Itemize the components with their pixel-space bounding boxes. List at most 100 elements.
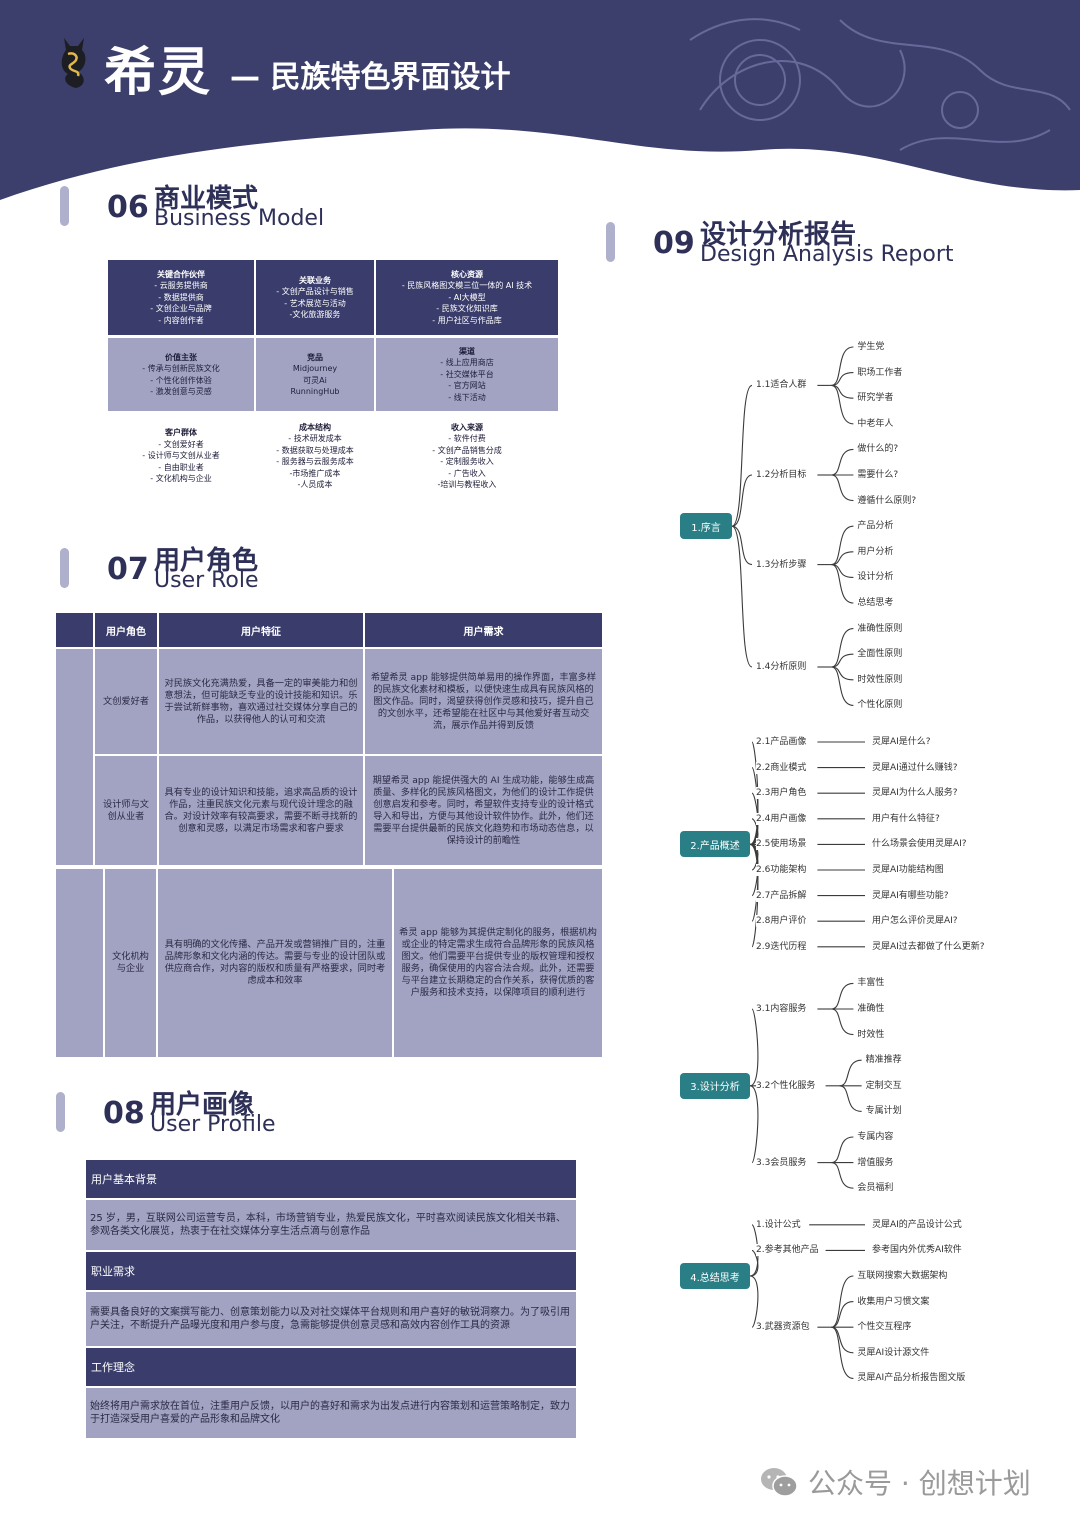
mind-map-branch: 3.2个性化服务 [756, 1079, 816, 1092]
mind-map-branch: 2.2商业模式 [756, 761, 807, 774]
mind-map-leaf: 准确性 [857, 1003, 885, 1015]
mind-map-leaf: 中老年人 [857, 417, 894, 430]
section-number: 06 [107, 190, 149, 225]
bm-line: -人员成本 [297, 480, 333, 489]
bm-line: - 个性化创作体验 [150, 375, 212, 385]
bm-line: - 官方网站 [448, 381, 486, 391]
mind-map-branch: 3.武器资源包 [756, 1321, 810, 1334]
bm-line: - AI大模型 [448, 292, 486, 302]
bm-line: - 民族风格图文模三位一体的 AI 技术 [401, 281, 533, 291]
section-title-en: User Profile [150, 1112, 276, 1137]
profile-body: 需要具备良好的文案撰写能力、创意策划能力以及对社交媒体平台规则和用户喜好的敏锐洞… [86, 1292, 576, 1346]
bm-title: 关联业务 [299, 275, 331, 285]
profile-heading: 职业需求 [86, 1252, 576, 1290]
bm-title: 价值主张 [165, 352, 197, 362]
connector-line [831, 628, 854, 668]
connector-line [839, 1085, 862, 1112]
connector-line [831, 1136, 854, 1164]
mind-map-lines [731, 346, 865, 1379]
mind-map-root: 3.设计分析 [680, 1072, 750, 1099]
mind-map-leaf: 专属计划 [865, 1105, 902, 1118]
mind-map-leaf: 专属内容 [857, 1131, 894, 1143]
connector-line [831, 666, 854, 706]
role-cell: 文化机构与企业 [105, 869, 156, 1057]
mind-map-leaf: 用户分析 [857, 545, 894, 558]
section-07-heading: 07 用户角色 User Role [60, 546, 360, 598]
section-bar [56, 1092, 65, 1132]
connector-line [831, 474, 854, 502]
mind-map-branch: 1.4分析原则 [756, 661, 807, 673]
section-title-cn: 商业模式 [154, 184, 259, 214]
mind-map-leaf: 精准推荐 [865, 1054, 902, 1067]
profile-heading: 工作理念 [86, 1348, 576, 1386]
section-title-cn: 用户角色 [154, 546, 259, 576]
mind-map-branch: 2.6功能架构 [756, 864, 807, 876]
section-bar [606, 222, 615, 262]
connector-line [831, 1008, 854, 1036]
role-cell: 文创爱好者 [95, 649, 157, 754]
user-role-table: 用户角色 用户特征 用户需求 文创爱好者 对民族文化充满热爱，具备一定的审美能力… [56, 613, 602, 1057]
bm-line: - 定制服务收入 [440, 457, 494, 466]
connector-line [831, 372, 854, 386]
bm-channels: 渠道 - 线上应用商店 - 社交媒体平台 - 官方网站 - 线下活动 [376, 338, 558, 411]
mind-map-root: 4.总结思考 [680, 1263, 750, 1289]
bm-value: 价值主张 - 传承与创新民族文化 - 个性化创作体验 - 激发创意与灵感 [108, 338, 254, 411]
mind-map-branch: 3.1内容服务 [756, 1003, 807, 1015]
connector-line [831, 384, 854, 425]
mind-map-leaf: 学生党 [857, 341, 885, 353]
bm-line: - 技术研发成本 [288, 434, 342, 443]
mind-map-leaf: 灵犀AI产品分析报告图文版 [857, 1372, 966, 1385]
ornament-decoration [689, 18, 1071, 151]
bm-line: RunningHub [290, 387, 340, 396]
bm-line: - 文化机构与企业 [150, 474, 212, 484]
bm-line: -市场推广成本 [289, 468, 341, 478]
mind-map-branch: 1.设计公式 [756, 1218, 801, 1231]
bm-title: 客户群体 [165, 428, 197, 438]
connector-line [831, 448, 854, 476]
mind-map-branch: 2.3用户角色 [756, 787, 807, 800]
section-number: 08 [103, 1096, 145, 1131]
mind-map-branch: 2.参考其他产品 [756, 1244, 819, 1257]
need-cell: 希望希灵 app 能够提供简单易用的操作界面，丰富多样的民族文化素材和模板，以便… [365, 649, 602, 754]
mind-map-leaf: 灵犀AI的产品设计公式 [872, 1218, 962, 1231]
need-cell: 期望希灵 app 能提供强大的 AI 生成功能，能够生成高质量、多样化的民族风格… [365, 756, 602, 865]
connector-line [731, 525, 753, 566]
profile-body: 25 岁，男，互联网公司运营专员，本科，市场营销专业，热爱民族文化，平时喜欢阅读… [86, 1200, 576, 1250]
section-08-heading: 08 用户画像 User Profile [56, 1090, 356, 1142]
connector-line [831, 551, 854, 566]
mind-map-leaf: 研究学者 [857, 392, 894, 405]
mind-map-root: 2.产品概述 [680, 831, 750, 858]
section-number: 09 [653, 226, 695, 261]
mind-map-leaf: 做什么的? [857, 443, 899, 456]
mind-map-branch: 2.9迭代历程 [756, 940, 807, 953]
mind-map-branch: 2.7产品拆解 [756, 889, 807, 902]
bm-line: - 文创产品设计与销售 [276, 287, 354, 296]
mind-map-leaf: 互联网搜索大数据架构 [857, 1270, 948, 1282]
mind-map-leaf: 灵犀AI过去都做了什么更新? [872, 940, 985, 953]
mind-map-leaf: 灵犀AI通过什么赚钱? [872, 761, 958, 774]
mind-map-branch: 2.1产品画像 [756, 736, 807, 748]
bm-line: - 传承与创新民族文化 [142, 364, 220, 373]
mind-map-branch: 2.5使用场景 [756, 838, 807, 851]
section-number: 07 [107, 552, 149, 587]
mind-map-leaf: 时效性 [857, 1028, 885, 1041]
connector-line [831, 1326, 854, 1354]
mind-map-leaf: 用户有什么特征? [872, 812, 940, 825]
bm-line: - 文创爱好者 [158, 439, 204, 449]
bm-line: - 文创产品销售分成 [432, 445, 502, 455]
bm-competitors: 竞品 Midjourney 可灵Ai RunningHub [256, 338, 374, 411]
mind-map-branch: 3.3会员服务 [756, 1156, 807, 1169]
connector-line [831, 346, 854, 386]
header-feature: 用户特征 [159, 613, 363, 647]
bm-line: -培训与教程收入 [437, 480, 497, 489]
mind-map-leaf: 遵循什么原则? [857, 494, 917, 507]
mind-map-leaf: 会员福利 [857, 1182, 894, 1195]
bm-line: - 民族文化知识库 [436, 304, 498, 314]
bm-title: 核心资源 [451, 269, 483, 279]
business-model-canvas: 关键合作伙伴 - 云服务提供商 - 数据提供商 - 文创企业与品牌 - 内容创作… [108, 260, 558, 495]
mind-map-branch: 2.8用户评价 [756, 915, 807, 928]
connector-line [831, 1275, 854, 1328]
bm-line: - 广告收入 [448, 468, 486, 478]
connector-line [749, 1249, 759, 1277]
